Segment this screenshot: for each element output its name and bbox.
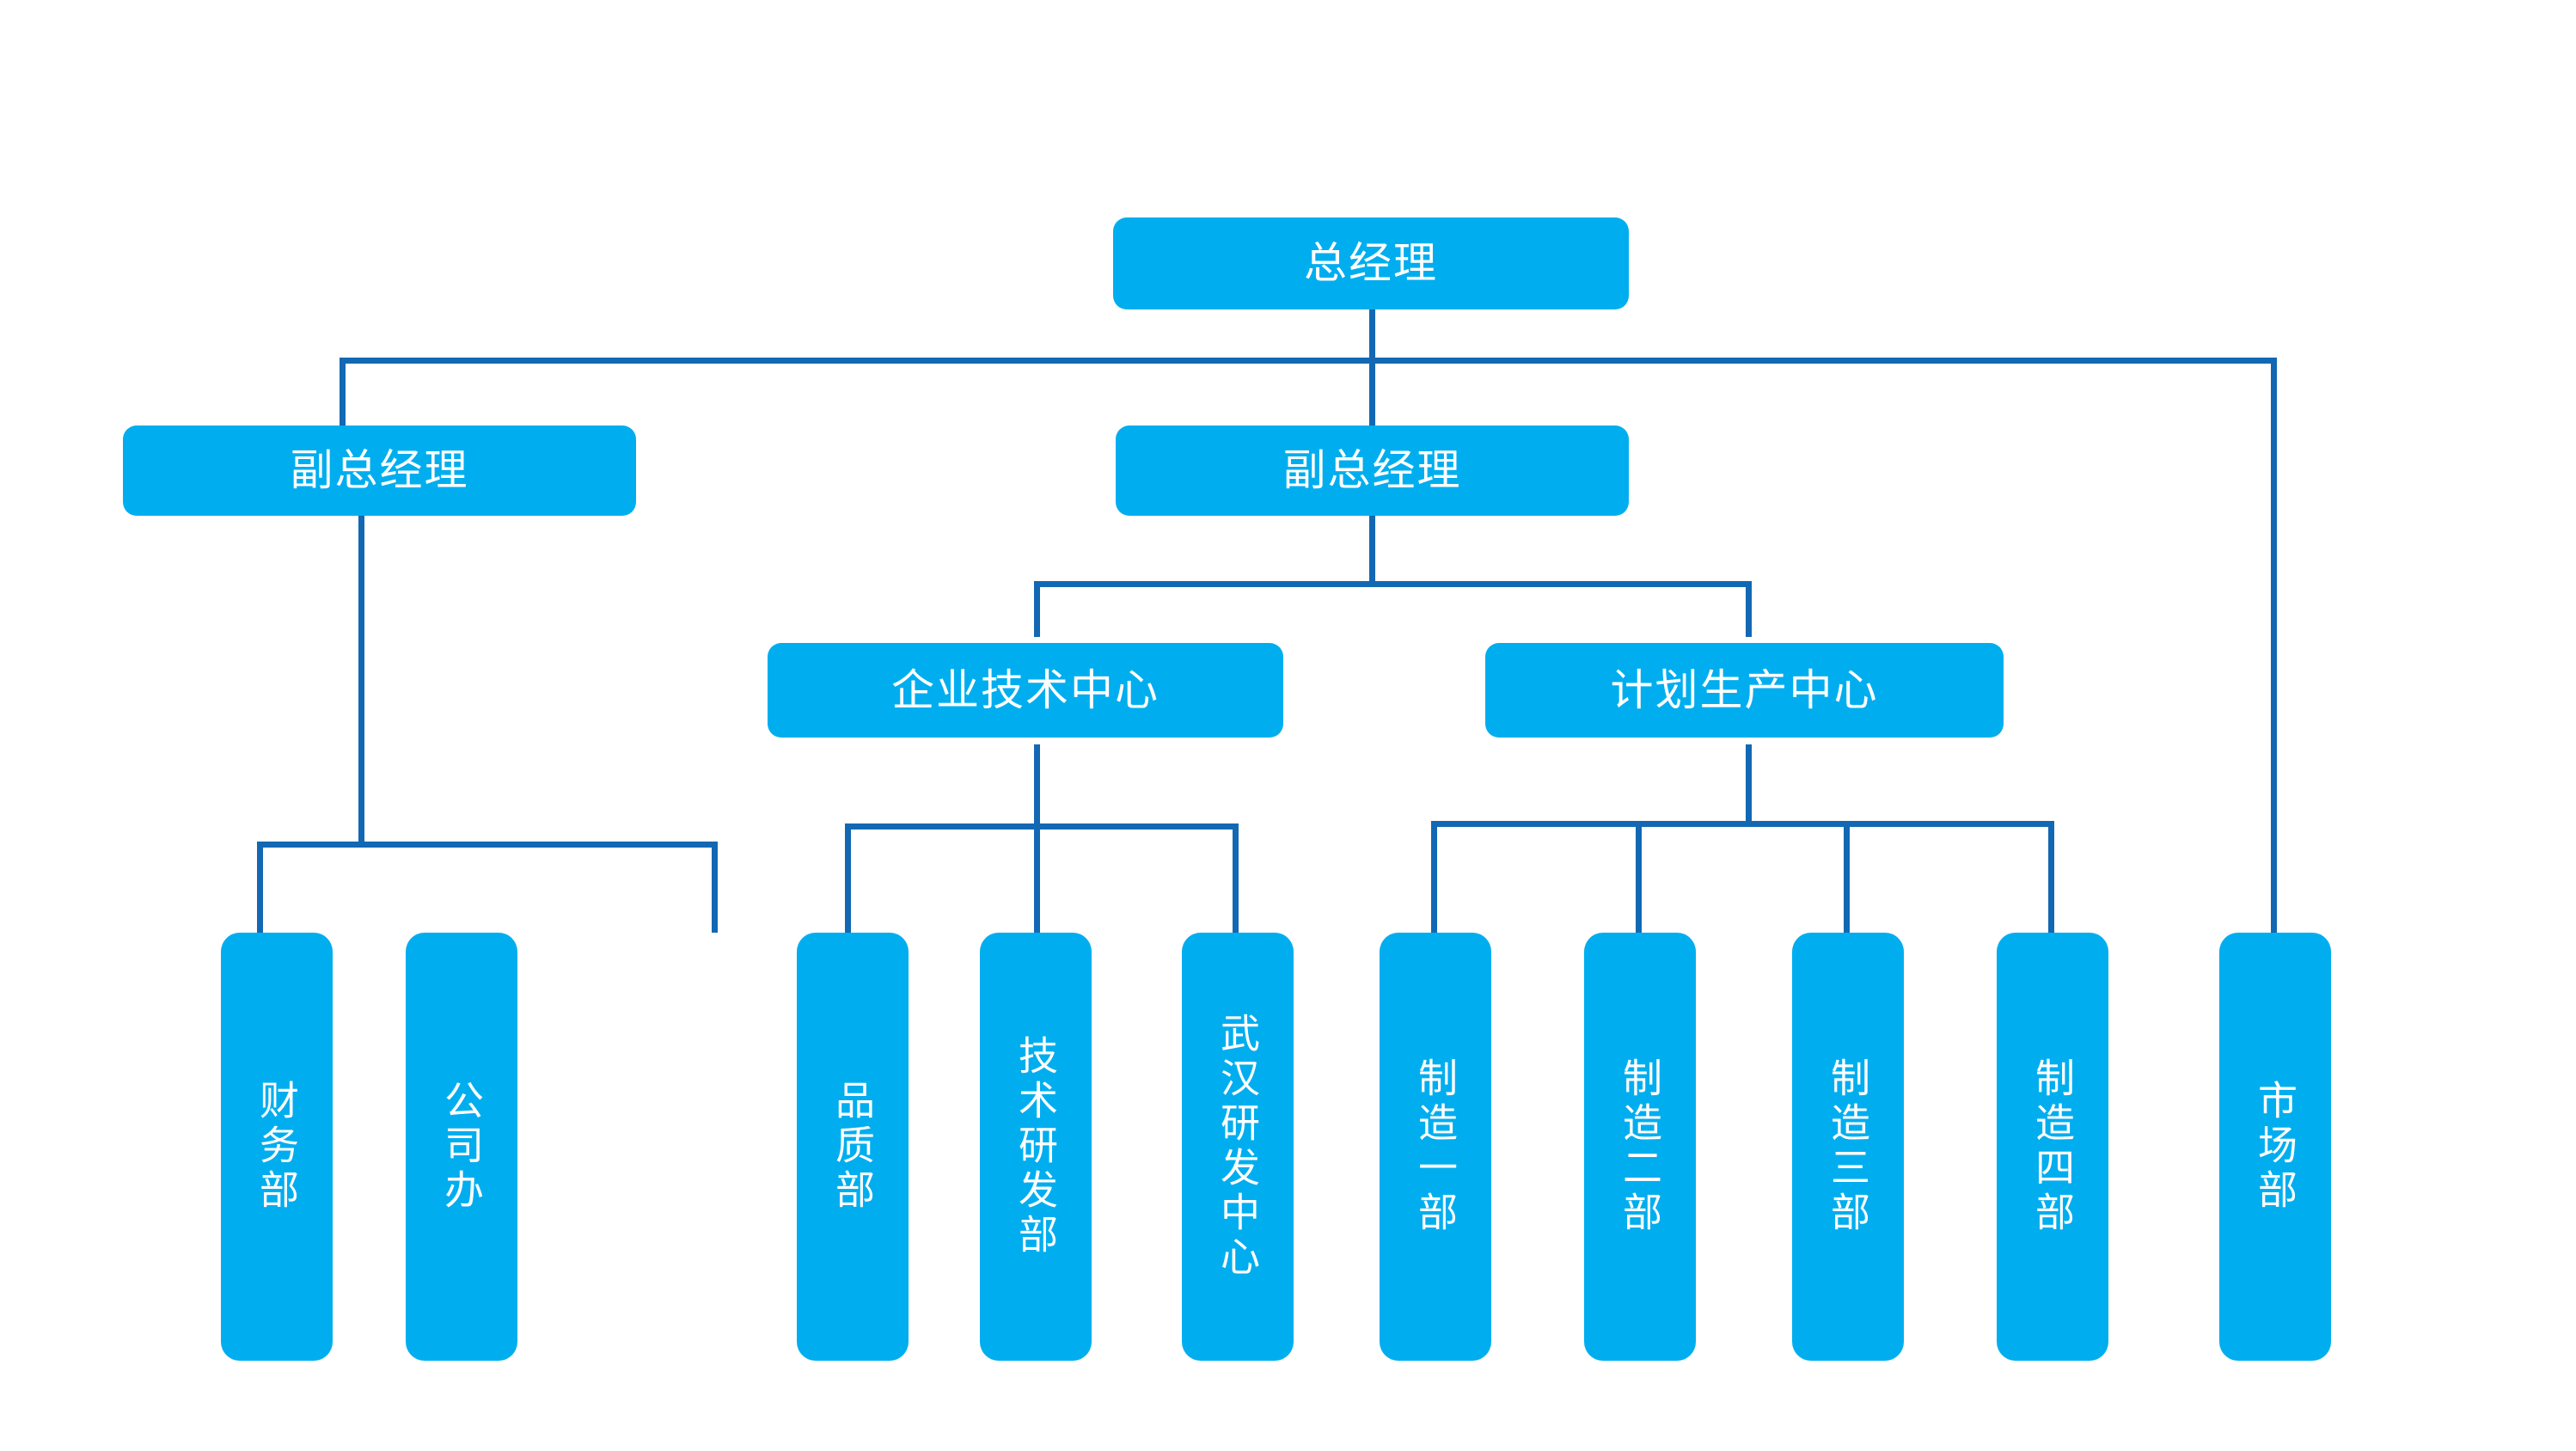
node-label-marketing-dept: 市场部 — [2253, 1080, 2298, 1214]
connector-company-office-drop — [712, 842, 718, 933]
connector-centers-bus — [1034, 581, 1752, 587]
node-label-mfg-dept-2: 制造二部 — [1618, 1057, 1663, 1236]
connector-deputy-left-stem — [358, 516, 364, 844]
node-label-tech-center: 企业技术中心 — [891, 665, 1160, 714]
connector-deputy-right-stem — [1369, 516, 1375, 585]
connector-production-center-stem — [1746, 744, 1752, 827]
node-label-finance-dept: 财务部 — [254, 1080, 300, 1214]
connector-quality-drop — [845, 823, 851, 933]
connector-wuhan-rd-drop — [1233, 823, 1239, 933]
node-label-production-center: 计划生产中心 — [1610, 665, 1879, 714]
node-marketing-dept[interactable]: 市场部 — [2219, 933, 2331, 1361]
node-label-mfg-dept-4: 制造四部 — [2030, 1057, 2076, 1236]
connector-mfg2-drop — [1636, 821, 1642, 933]
node-mfg-dept-1[interactable]: 制造一部 — [1380, 933, 1491, 1361]
connector-mfg1-drop — [1431, 821, 1437, 933]
node-label-tech-rd-dept: 技术研发部 — [1013, 1035, 1059, 1258]
connector-mfg4-drop — [2048, 821, 2054, 933]
node-label-company-office: 公司办 — [439, 1080, 485, 1214]
node-label-quality-dept: 品质部 — [830, 1080, 876, 1214]
connector-production-children-bus — [1431, 821, 2054, 827]
node-wuhan-rd-center[interactable]: 武汉研发中心 — [1182, 933, 1294, 1361]
connector-deputy-right-drop — [1369, 358, 1375, 430]
connector-deputy-left-drop — [340, 358, 346, 430]
node-production-center[interactable]: 计划生产中心 — [1485, 643, 2004, 738]
node-mfg-dept-4[interactable]: 制造四部 — [1997, 933, 2108, 1361]
node-label-deputy-gm-left: 副总经理 — [290, 446, 469, 494]
connector-marketing-drop — [2271, 358, 2277, 933]
node-quality-dept[interactable]: 品质部 — [797, 933, 909, 1361]
node-label-mfg-dept-1: 制造一部 — [1413, 1057, 1459, 1236]
connector-tech-rd-drop — [1034, 823, 1040, 933]
connector-finance-drop — [257, 842, 263, 933]
node-label-general-manager: 总经理 — [1304, 239, 1438, 287]
node-tech-rd-dept[interactable]: 技术研发部 — [980, 933, 1092, 1361]
connector-tech-center-drop — [1034, 581, 1040, 637]
node-company-office[interactable]: 公司办 — [406, 933, 517, 1361]
node-mfg-dept-2[interactable]: 制造二部 — [1584, 933, 1696, 1361]
node-deputy-gm-left[interactable]: 副总经理 — [123, 426, 636, 516]
connector-tech-children-bus — [845, 823, 1239, 830]
node-label-mfg-dept-3: 制造三部 — [1826, 1057, 1871, 1236]
connector-deputy-left-bus — [257, 842, 718, 848]
node-finance-dept[interactable]: 财务部 — [221, 933, 333, 1361]
node-label-deputy-gm-right: 副总经理 — [1282, 446, 1462, 494]
connector-production-center-drop — [1746, 581, 1752, 637]
connector-mfg3-drop — [1844, 821, 1850, 933]
node-mfg-dept-3[interactable]: 制造三部 — [1792, 933, 1904, 1361]
node-deputy-gm-right[interactable]: 副总经理 — [1116, 426, 1629, 516]
node-label-wuhan-rd-center: 武汉研发中心 — [1215, 1013, 1261, 1281]
connector-gm-stem — [1369, 308, 1375, 361]
connector-top-bus — [340, 358, 2277, 364]
node-tech-center[interactable]: 企业技术中心 — [768, 643, 1283, 738]
node-general-manager[interactable]: 总经理 — [1113, 217, 1629, 309]
connector-tech-center-stem — [1034, 744, 1040, 827]
